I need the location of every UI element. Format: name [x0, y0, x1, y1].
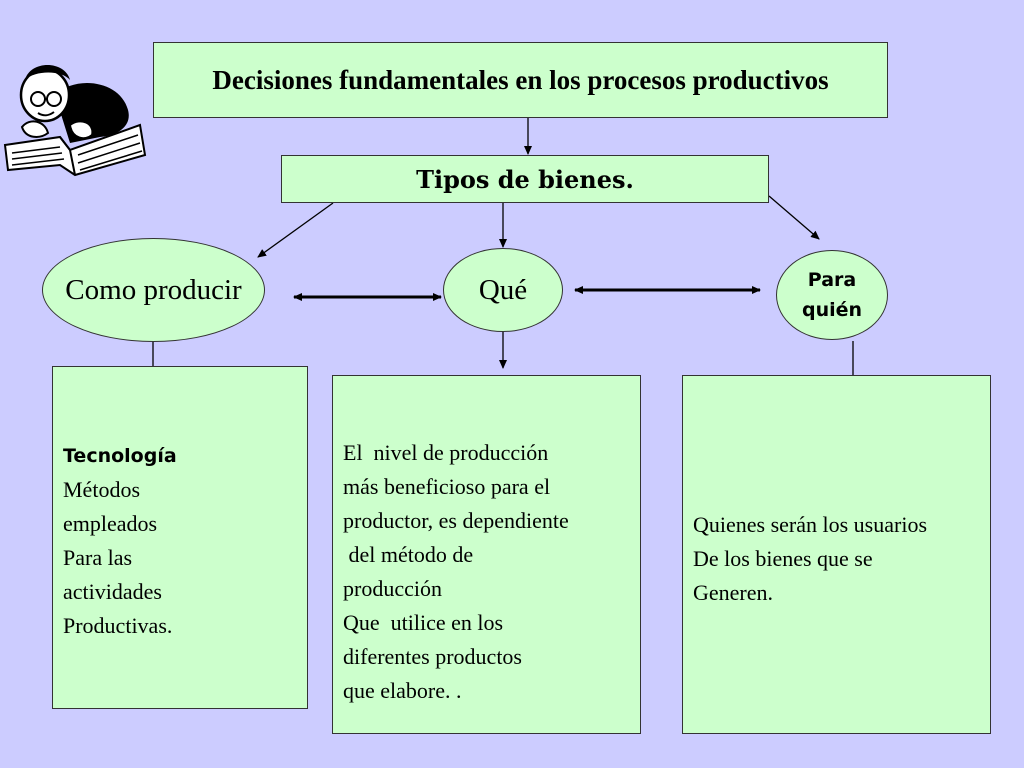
- usuarios-line: Quienes serán los usuarios: [693, 512, 928, 537]
- produccion-content: El nivel de producción más beneficioso p…: [343, 436, 569, 708]
- node-que: Qué: [443, 248, 563, 332]
- produccion-line: que elabore. .: [343, 678, 462, 703]
- node-para-quien: Para quién: [776, 250, 888, 340]
- produccion-line: productor, es dependiente: [343, 508, 569, 533]
- produccion-line: más beneficioso para el: [343, 474, 551, 499]
- produccion-line: del método de: [343, 542, 474, 567]
- tecnologia-line: actividades: [63, 579, 162, 604]
- tecnologia-line: Para las: [63, 545, 133, 570]
- usuarios-line: De los bienes que se: [693, 546, 873, 571]
- produccion-line: producción: [343, 576, 442, 601]
- produccion-line: diferentes productos: [343, 644, 522, 669]
- tipos-de-bienes-box: Tipos de bienes.: [281, 155, 769, 203]
- node-que-label: Qué: [478, 273, 528, 306]
- tecnologia-line: Métodos: [63, 477, 140, 502]
- tecnologia-box: Tecnología Métodos empleados Para las ac…: [52, 366, 308, 709]
- diagram-title: Decisiones fundamentales en los procesos…: [212, 65, 829, 95]
- tecnologia-line: empleados: [63, 511, 158, 536]
- produccion-line: El nivel de producción: [343, 440, 549, 465]
- tipos-de-bienes-label: Tipos de bienes.: [416, 164, 634, 194]
- reading-person-clipart-icon: [3, 65, 147, 177]
- tecnologia-line: Productivas.: [63, 613, 173, 638]
- diagram-title-box: Decisiones fundamentales en los procesos…: [153, 42, 888, 118]
- tecnologia-heading: Tecnología: [63, 445, 177, 467]
- tecnologia-content: Tecnología Métodos empleados Para las ac…: [63, 439, 177, 643]
- arrow-tipos-to-como: [257, 202, 334, 258]
- produccion-box: El nivel de producción más beneficioso p…: [332, 375, 641, 734]
- node-como-producir-label: Como producir: [65, 273, 242, 306]
- arrow-tipos-to-para: [768, 195, 820, 240]
- usuarios-box: Quienes serán los usuarios De los bienes…: [682, 375, 991, 734]
- produccion-line: Que utilice en los: [343, 610, 504, 635]
- node-para-quien-label: Para quién: [801, 269, 863, 321]
- usuarios-line: Generen.: [693, 580, 774, 605]
- usuarios-content: Quienes serán los usuarios De los bienes…: [693, 508, 927, 610]
- node-como-producir: Como producir: [42, 238, 265, 342]
